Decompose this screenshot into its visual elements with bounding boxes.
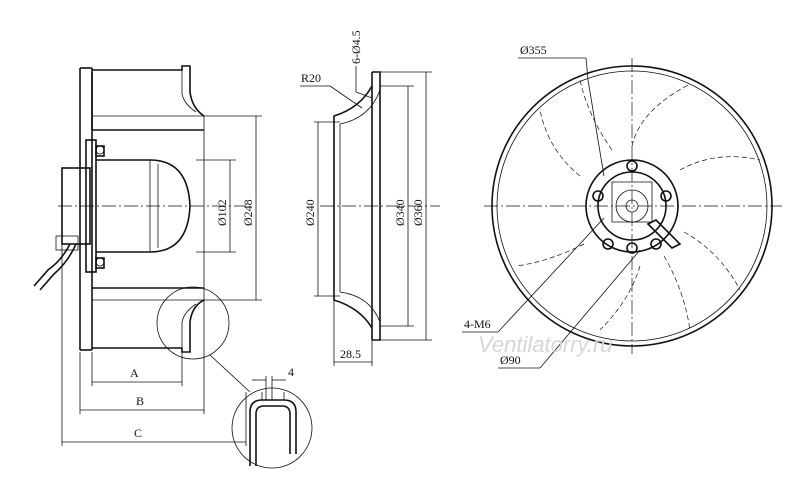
front-view: Ø355 4-M6 Ø90 bbox=[462, 43, 782, 369]
dim-d102: Ø102 bbox=[215, 199, 229, 226]
dim-t4: 4 bbox=[288, 365, 294, 379]
inlet-view: Ø240 Ø340 Ø360 28.5 R20 6-Ø4.5 bbox=[300, 30, 440, 366]
dim-d240: Ø240 bbox=[303, 199, 317, 226]
dim-w285: 28.5 bbox=[340, 347, 361, 361]
dim-d248: Ø248 bbox=[241, 199, 255, 226]
watermark: Ventilatorry.ru bbox=[478, 332, 613, 357]
dim-c: C bbox=[134, 426, 142, 440]
dim-d340: Ø340 bbox=[393, 199, 407, 226]
side-view: Ø102 Ø248 A B C bbox=[33, 65, 262, 446]
dim-m6: 4-M6 bbox=[464, 317, 491, 331]
detail-view: 4 bbox=[231, 365, 313, 469]
dim-d360: Ø360 bbox=[411, 199, 425, 226]
dim-a: A bbox=[130, 366, 139, 380]
dim-b: B bbox=[136, 394, 144, 408]
dim-r20: R20 bbox=[301, 71, 321, 85]
dim-d355: Ø355 bbox=[520, 43, 547, 57]
dim-d90: Ø90 bbox=[500, 353, 521, 367]
dim-holes: 6-Ø4.5 bbox=[349, 30, 363, 64]
